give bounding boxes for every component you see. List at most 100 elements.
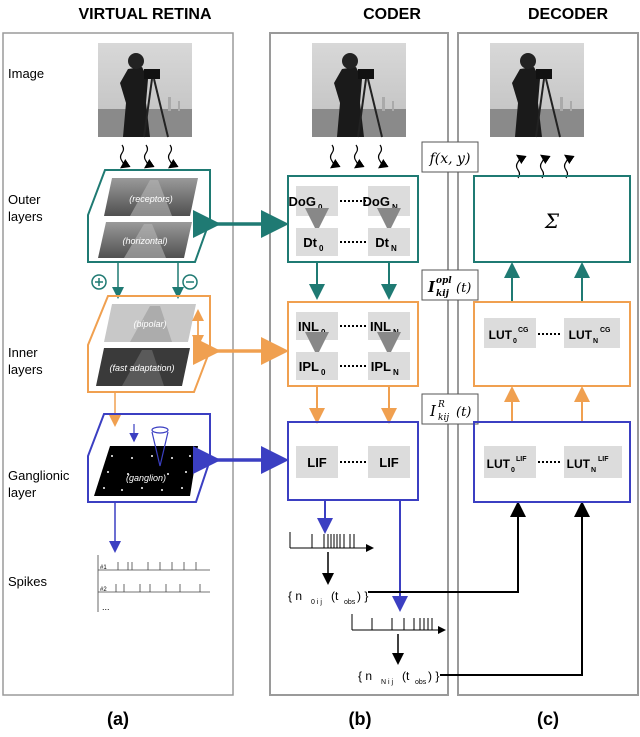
lut-cg-0-label: LUT [489,328,513,342]
decoder-lut-cg-block [473,301,631,387]
horizontal-layer-image [98,222,192,258]
f-xy-label: f(x, y) [429,151,471,167]
i-r-main: I [429,402,437,420]
reconstructed-image-decoder [490,43,584,138]
row-label-outer-layers: layers [8,209,43,224]
inl0-sub: 0 [321,328,326,337]
inlN-label: INL [370,319,391,334]
minus-sign-icon [182,274,198,290]
lut-lif-0-label: LUT [487,457,511,471]
dtN-box [368,228,410,256]
inlN-sub: N [393,328,399,337]
connector-nN-to-lutN [440,501,590,676]
nN-sub2: obs [415,679,427,686]
dogN-sub: N [392,203,398,212]
spike-row-label-2: #2 [100,587,107,593]
lut-cg-N-label: LUT [569,328,593,342]
light-input-arrows-coder [329,144,389,169]
coder-inner-block [287,301,419,387]
lut-cg-0-box [484,318,536,348]
inl0-label: INL [298,319,319,334]
ipl0-box [296,352,338,380]
row-label-inner: Inner [8,345,38,360]
header-coder: CODER [363,6,421,23]
i-opl-tail: (t) [456,281,471,296]
decoder-sum-block [473,175,631,263]
decoder-lut-lif-block [473,421,631,503]
lifN-box [368,446,410,478]
spike-row-label-1: #1 [100,565,107,571]
spike-train-N [351,614,446,634]
i-opl-sub: kij [436,289,450,299]
receptor-layer-image [104,178,198,216]
dtN-sub: N [391,244,397,253]
row-label-inner-layers: layers [8,362,43,377]
sigma-symbol: Σ [544,209,560,233]
i-opl-sup: opl [436,276,452,286]
lif0-box [296,446,338,478]
dog0-label: DoG [289,194,316,209]
input-image-coder [312,43,406,138]
lut-cg-N-sub: N [593,338,598,345]
iplN-box [368,352,410,380]
tag-bipolar: (bipolar) [133,319,166,329]
nN-sub: N i j [381,679,394,686]
row-label-image: Image [8,66,44,81]
n0-sub: 0 i j [311,599,322,606]
receptive-field-cone-icon [151,431,169,467]
panel-label-a: (a) [107,709,129,729]
lut-lif-N-label: LUT [567,457,591,471]
output-arrows-decoder [515,154,575,179]
header-decoder: DECODER [528,6,608,23]
lut-lif-0-sup: LIF [516,456,527,463]
spike-train-0 [289,532,374,552]
i-opl-main: I [427,278,436,296]
i-r-sub: kij [438,413,449,423]
dt0-box [296,228,338,256]
input-image-retina [98,43,192,138]
bipolar-layer-image [104,304,196,342]
i-opl-label-box [421,269,479,301]
dt0-label: Dt [303,235,317,250]
plus-sign-icon [91,274,107,290]
n0-mid: (t [331,589,339,603]
iplN-label: IPL [371,359,391,374]
fast-adaptation-layer-image [96,348,190,386]
ganglion-layer-frame [87,413,211,503]
i-r-sup: R [437,400,445,410]
lut-lif-0-box [484,446,536,478]
i-r-tail: (t) [456,405,471,420]
row-label-outer: Outer [8,192,41,207]
n0-end: ) } [357,589,368,603]
connector-n0-to-lut0 [368,501,526,593]
coder-ganglion-block [287,421,419,501]
nN-mid: (t [402,669,410,683]
lut-lif-N-sub: N [591,467,596,474]
tag-horizontal: (horizontal) [122,236,167,246]
nN-end: ) } [428,669,439,683]
row-label-ganglionic-layer: layer [8,485,37,500]
iplN-sub: N [393,368,399,377]
retina-spike-trains [97,555,210,612]
i-r-label-box [421,393,479,425]
header-virtual-retina: VIRTUAL RETINA [78,6,211,23]
inner-layers-frame [87,295,211,393]
f-xy-label-box [421,141,479,173]
lut-lif-N-sup: LIF [598,456,609,463]
lut-cg-0-sup: CG [518,327,529,334]
nN-label: { n [358,669,372,683]
ipl0-label: IPL [299,359,319,374]
row-label-ganglionic: Ganglionic [8,468,70,483]
row-label-spikes: Spikes [8,574,48,589]
spike-row-more: ... [102,602,110,612]
ganglion-dots [103,455,191,491]
dt0-sub: 0 [319,244,324,253]
dtN-label: Dt [375,235,389,250]
ipl0-sub: 0 [321,368,326,377]
lut-cg-0-sub: 0 [513,338,517,345]
panel-decoder [457,32,639,696]
coder-outer-block [287,175,419,263]
panel-label-c: (c) [537,709,559,729]
light-input-arrows-retina [119,144,179,169]
